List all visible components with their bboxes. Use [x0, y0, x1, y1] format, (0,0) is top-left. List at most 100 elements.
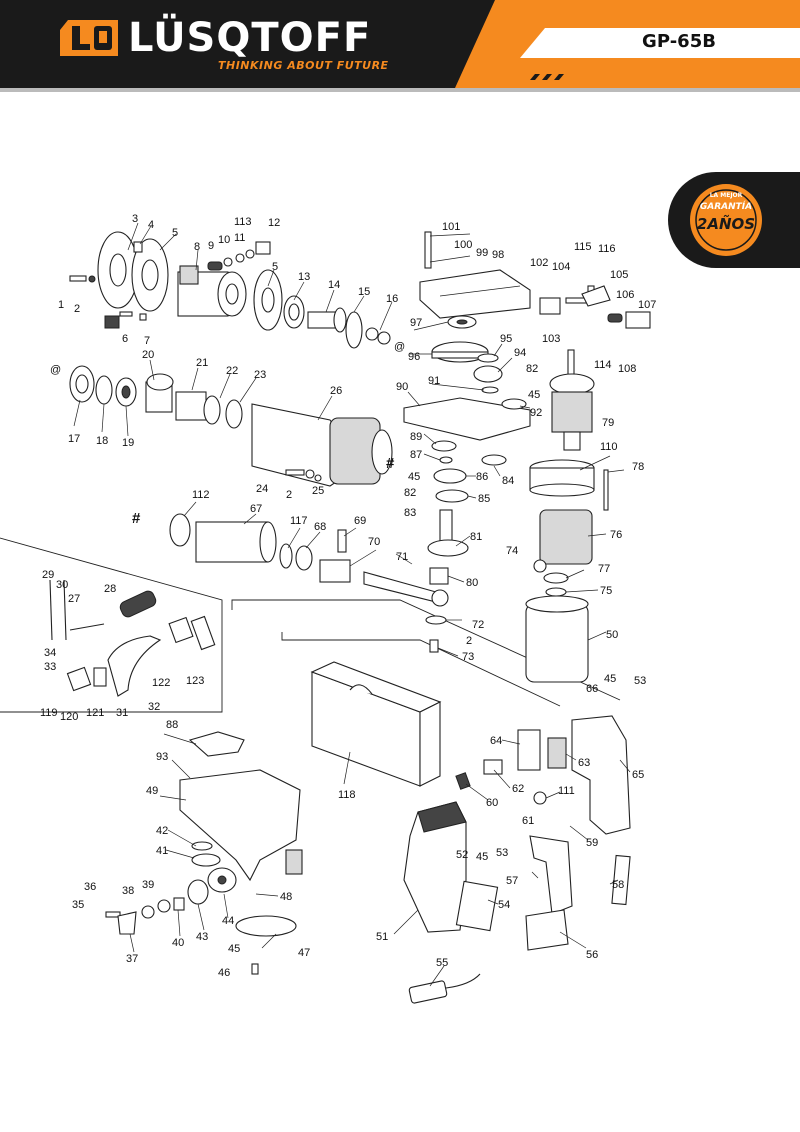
callout: 113	[234, 216, 252, 228]
part-piston-70	[319, 559, 351, 583]
symbol-hash-2: #	[132, 510, 141, 527]
callout: 98	[492, 249, 504, 261]
callout: 118	[338, 789, 356, 801]
callout: 110	[600, 441, 618, 453]
part-pin-4	[133, 241, 143, 253]
callout: 24	[256, 483, 268, 495]
callout: 45	[604, 673, 616, 685]
callout: 56	[586, 949, 598, 961]
part-chisel-58	[611, 854, 631, 906]
callout: 53	[634, 675, 646, 687]
part-handle-housing-51	[403, 801, 467, 933]
callout: 38	[122, 885, 134, 897]
callout: 14	[328, 279, 340, 291]
callout: 58	[612, 879, 624, 891]
callout: 85	[478, 493, 490, 505]
badge-line1: LA MEJOR	[709, 192, 743, 199]
callout: 115	[574, 241, 592, 253]
part-handle-32	[107, 635, 162, 697]
callout: 64	[490, 735, 502, 747]
part-switch-bracket-102	[539, 297, 561, 315]
callout: 8	[194, 241, 200, 253]
callout: 55	[436, 957, 448, 969]
callout: 90	[396, 381, 408, 393]
part-flange-plate-3	[97, 231, 139, 309]
part-sleeve-21	[175, 391, 207, 421]
callout: 54	[498, 899, 510, 911]
callout: 78	[632, 461, 644, 473]
callout: 62	[512, 783, 524, 795]
model-number: GP-65B	[642, 31, 716, 52]
part-sleeve-12	[255, 241, 271, 255]
callout: 66	[586, 683, 598, 695]
part-carrying-case-118	[310, 661, 442, 787]
callout: 82	[526, 363, 538, 375]
part-orings-16	[365, 327, 391, 345]
callout: 36	[84, 881, 96, 893]
callout: 5	[172, 227, 178, 239]
callout: 45	[228, 943, 240, 955]
part-screw-24	[285, 469, 315, 479]
callout: 3	[132, 213, 138, 225]
callout: 52	[456, 849, 468, 861]
callout: 86	[476, 471, 488, 483]
part-bolt-101	[424, 231, 432, 269]
callout: 2	[286, 489, 292, 501]
part-rod-27	[69, 623, 105, 631]
callout: 10	[218, 234, 230, 246]
callout: 59	[586, 837, 598, 849]
callout: 35	[72, 899, 84, 911]
symbol-at-2: @	[394, 341, 405, 353]
callout: 123	[186, 675, 204, 687]
part-bearing-77	[543, 572, 569, 584]
callout: 4	[148, 219, 154, 231]
callout: 42	[156, 825, 168, 837]
callout: 80	[466, 577, 478, 589]
part-crank-housing-49	[179, 769, 303, 882]
callout: 111	[558, 785, 575, 797]
part-gearbox-90	[403, 397, 531, 441]
callout: 1	[58, 299, 64, 311]
callout: 105	[610, 269, 628, 281]
callout: 7	[144, 335, 150, 347]
part-baffle-110	[529, 459, 595, 497]
callout: 2	[74, 303, 80, 315]
callout: 48	[280, 891, 292, 903]
callout: 91	[428, 375, 440, 387]
callout: 15	[358, 286, 370, 298]
callout: 84	[502, 475, 514, 487]
part-rod-29	[49, 579, 53, 641]
part-gasket-88	[188, 731, 245, 757]
part-power-cord-55	[408, 973, 481, 1004]
callout: 122	[152, 677, 170, 689]
part-bolt-1	[69, 275, 96, 283]
callout: 67	[250, 503, 262, 515]
callout: 40	[172, 937, 184, 949]
callout: 65	[632, 769, 644, 781]
callout: 96	[408, 351, 420, 363]
callout: 121	[86, 707, 104, 719]
callout: 21	[196, 357, 208, 369]
callout: 104	[552, 261, 570, 273]
part-cylinder-67	[195, 521, 277, 563]
callout: 53	[496, 847, 508, 859]
part-washer-25	[314, 474, 322, 482]
part-plate-54	[455, 880, 499, 932]
callout: 97	[410, 317, 422, 329]
callout: 25	[312, 485, 324, 497]
callout: 45	[528, 389, 540, 401]
callout: 73	[462, 651, 474, 663]
part-washer-72	[425, 615, 447, 625]
callout: 26	[330, 385, 342, 397]
callout: 93	[156, 751, 168, 763]
callout: 5	[272, 261, 278, 273]
part-bearing-89	[431, 440, 457, 452]
callout: 45	[408, 471, 420, 483]
callout: 87	[410, 449, 422, 461]
part-spring-60	[455, 772, 471, 790]
part-clamp-120-121	[66, 666, 107, 692]
callout: 79	[602, 417, 614, 429]
callout: 20	[142, 349, 154, 361]
callout: 13	[298, 271, 310, 283]
